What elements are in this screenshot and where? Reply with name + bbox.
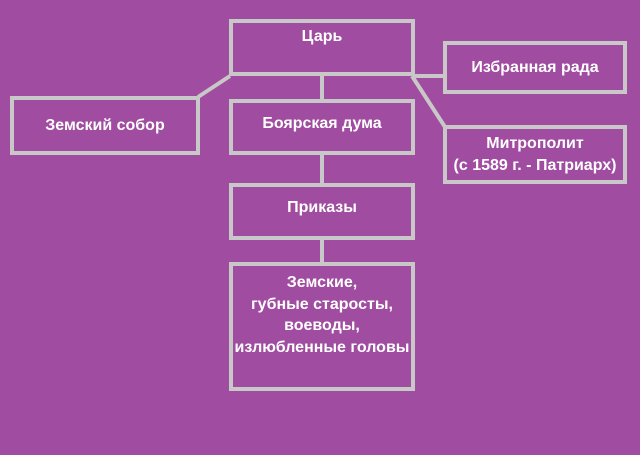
node-metropolit-label: Митрополит (с 1589 г. - Патриарх) — [453, 134, 617, 174]
connector-tsar-zemsky-sobor — [196, 74, 232, 99]
node-tsar: Царь — [229, 19, 415, 76]
node-izbrannaya-rada-label: Избранная рада — [471, 58, 599, 76]
node-zemsky-sobor: Земский собор — [10, 96, 200, 155]
node-metropolit: Митрополит (с 1589 г. - Патриарх) — [443, 125, 627, 184]
node-tsar-label: Царь — [301, 27, 343, 45]
node-local-government: Земские, губные старосты, воеводы, излюб… — [229, 262, 415, 391]
node-prikazy: Приказы — [229, 183, 415, 240]
node-zemsky-sobor-label: Земский собор — [45, 116, 165, 134]
node-izbrannaya-rada: Избранная рада — [443, 41, 627, 94]
node-boyarskaya-duma: Боярская дума — [229, 99, 415, 155]
node-prikazy-label: Приказы — [287, 198, 357, 216]
connector-tsar-metropolit — [410, 74, 447, 129]
node-boyarskaya-duma-label: Боярская дума — [262, 115, 382, 133]
node-local-government-label: Земские, губные старосты, воеводы, излюб… — [234, 274, 410, 356]
